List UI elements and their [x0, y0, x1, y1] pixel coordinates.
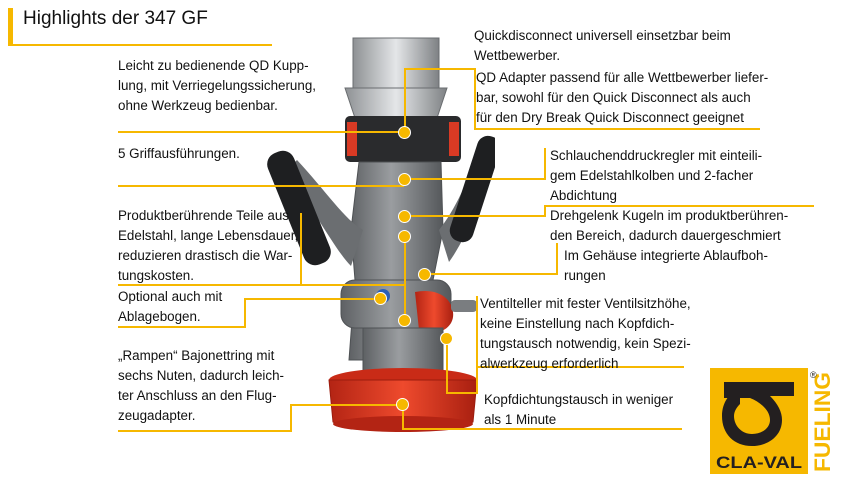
leader-line [424, 273, 558, 275]
page-title: Highlights der 347 GF [23, 8, 208, 29]
callout-dot [398, 173, 411, 186]
title-bar: Highlights der 347 GF [8, 8, 277, 44]
leader-line [118, 326, 246, 328]
callout-dot [440, 332, 453, 345]
leader-line [446, 392, 478, 394]
leader-line [556, 243, 558, 275]
leader-line [290, 404, 402, 406]
title-underline [8, 44, 272, 46]
callout-dot [418, 268, 431, 281]
leader-line [118, 131, 404, 133]
leader-line [474, 68, 476, 128]
coupling-ring [345, 116, 461, 162]
leader-line [544, 148, 546, 180]
callout-ablaufbohrungen: Im Gehäuse integrierte Ablaufboh-rungen [564, 248, 768, 283]
callout-dot [374, 292, 387, 305]
leader-line [118, 284, 404, 286]
callout-qd-kupplung: Leicht zu bedienende QD Kupp-lung, mit V… [118, 58, 316, 113]
leader-line [244, 298, 246, 326]
leader-line [404, 68, 474, 70]
callout-dot [398, 210, 411, 223]
leader-line [544, 205, 546, 217]
leader-line [404, 236, 406, 320]
leader-line [300, 213, 302, 285]
logo-side-text: FUELING [810, 372, 835, 472]
leader-line [244, 298, 380, 300]
cla-val-fueling-logo: CLA-VAL FUELING ® [710, 368, 835, 474]
leader-line [404, 178, 544, 180]
callout-griff: 5 Griffausführungen. [118, 146, 240, 161]
logo-mark-icon [722, 382, 794, 446]
callout-drehgelenk: Drehgelenk Kugeln im produktberühren-den… [550, 208, 789, 243]
leader-line [544, 205, 814, 207]
leader-line [118, 185, 404, 187]
callout-ventilteller: Ventilteller mit fester Ventilsitzhöhe,k… [480, 296, 691, 371]
callout-dot [396, 398, 409, 411]
callout-dot [398, 230, 411, 243]
qd-adapter-cone [344, 87, 448, 119]
qd-adapter-top [352, 37, 440, 89]
grip-left [267, 150, 331, 266]
red-lever [415, 290, 454, 333]
leader-line [404, 68, 406, 130]
leader-line [118, 430, 290, 432]
leader-line [446, 338, 448, 394]
leader-line [404, 215, 544, 217]
leader-line [402, 428, 682, 430]
leader-line [474, 128, 760, 130]
callout-quickdisconnect: Quickdisconnect universell einsetzbar be… [474, 28, 731, 63]
logo-registered: ® [810, 370, 817, 380]
callout-dot [398, 126, 411, 139]
leader-line [402, 404, 404, 428]
nozzle-illustration [267, 37, 495, 432]
leader-line [290, 404, 292, 432]
leader-line [476, 366, 684, 368]
callout-dot [398, 314, 411, 327]
callout-qd-adapter: QD Adapter passend für alle Wettbewerber… [476, 70, 769, 125]
logo-brand: CLA-VAL [716, 453, 802, 472]
callout-druckregler: Schlauchenddruckregler mit einteili-gem … [550, 148, 763, 203]
leader-line [476, 296, 478, 392]
